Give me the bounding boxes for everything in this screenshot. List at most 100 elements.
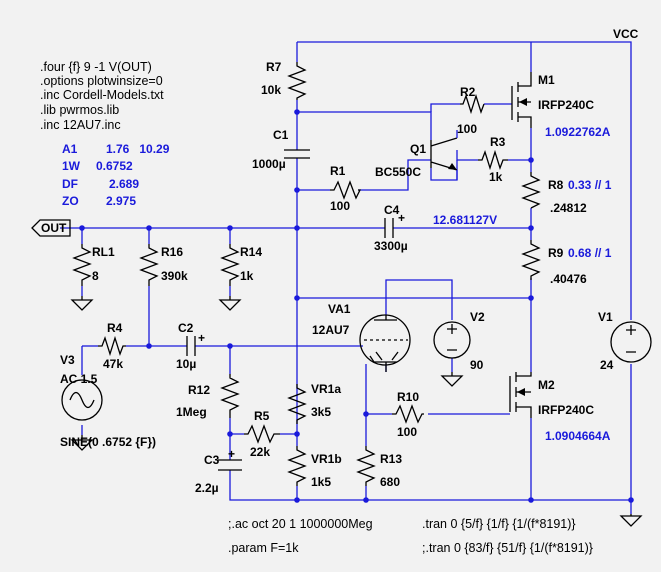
r1-symbol xyxy=(330,180,362,200)
m2-ref: M2 xyxy=(538,378,555,392)
r5-ref: R5 xyxy=(254,409,270,423)
c1-ref: C1 xyxy=(273,128,289,142)
out-net-flag xyxy=(31,219,71,237)
r4-value: 47k xyxy=(103,357,123,371)
r10-value: 100 xyxy=(397,425,417,439)
r2-symbol xyxy=(460,93,485,115)
r2-value: 100 xyxy=(457,122,477,136)
v2-ref: V2 xyxy=(470,310,485,324)
r2-ref: R2 xyxy=(460,85,476,99)
r7-ref: R7 xyxy=(266,60,282,74)
c4-value: 3300µ xyxy=(374,239,408,253)
r8-ratio-readout: 0.33 // 1 xyxy=(568,178,612,192)
va1-ref: VA1 xyxy=(328,302,351,316)
vr1b-symbol xyxy=(287,446,307,486)
param-directive: .param F=1k xyxy=(228,541,299,555)
inc-tube-directive: .inc 12AU7.inc xyxy=(40,118,121,132)
r9-symbol xyxy=(521,240,541,280)
r3-symbol xyxy=(478,149,508,171)
vr1b-ref: VR1b xyxy=(311,452,342,466)
va1-tube-symbol xyxy=(359,314,411,372)
r12-value: 1Meg xyxy=(176,405,207,419)
q1-transistor-symbol xyxy=(430,130,458,180)
v1-source-symbol xyxy=(610,321,652,363)
wires xyxy=(60,41,632,514)
r14-ref: R14 xyxy=(240,245,262,259)
r10-ref: R10 xyxy=(397,390,419,404)
c3-value: 2.2µ xyxy=(195,481,219,495)
r8-symbol xyxy=(521,172,541,209)
v3-source-symbol xyxy=(61,379,103,421)
c2-symbol xyxy=(186,336,196,356)
c1-symbol xyxy=(284,149,310,159)
ac-directive: ;.ac oct 20 1 1000000Meg xyxy=(228,517,373,531)
v2-value: 90 xyxy=(470,358,484,372)
vr1a-symbol xyxy=(287,384,307,424)
r8-value: .24812 xyxy=(550,201,587,215)
meas-df-label: DF xyxy=(62,177,78,191)
m2-mosfet-symbol xyxy=(509,372,532,418)
c4-ref: C4 xyxy=(384,203,400,217)
r8-ref: R8 xyxy=(548,178,564,192)
c2-plus: + xyxy=(198,331,205,345)
m1-ref: M1 xyxy=(538,73,555,87)
options-directive: .options plotwinsize=0 xyxy=(40,74,163,88)
c3-plus: + xyxy=(228,447,235,461)
rl1-ref: RL1 xyxy=(92,245,115,259)
c3-ref: C3 xyxy=(204,453,220,467)
r4-ref: R4 xyxy=(107,321,123,335)
r5-value: 22k xyxy=(250,445,270,459)
va1-value: 12AU7 xyxy=(312,323,350,337)
meas-zo-value: 2.975 xyxy=(106,194,136,208)
v1-ref: V1 xyxy=(598,310,613,324)
q1-ref: Q1 xyxy=(410,142,426,156)
m1-mosfet-symbol xyxy=(511,72,532,128)
out-net-label: OUT xyxy=(41,221,67,235)
r13-symbol xyxy=(356,446,376,486)
r3-ref: R3 xyxy=(490,135,506,149)
meas-df-value: 2.689 xyxy=(109,177,139,191)
m1-current-readout: 1.0922762A xyxy=(545,125,611,139)
r3-value: 1k xyxy=(489,170,503,184)
rl1-symbol xyxy=(72,244,92,286)
c4-symbol xyxy=(384,218,394,238)
r7-symbol xyxy=(287,62,307,100)
vr1b-value: 1k5 xyxy=(311,475,331,489)
q1-value: BC550C xyxy=(375,165,421,179)
meas-zo-label: ZO xyxy=(62,194,79,208)
r12-symbol xyxy=(220,374,240,418)
r16-ref: R16 xyxy=(161,245,183,259)
r14-value: 1k xyxy=(240,269,254,283)
junctions xyxy=(79,109,634,503)
r14-symbol xyxy=(220,244,240,286)
r16-value: 390k xyxy=(161,269,188,283)
r1-value: 100 xyxy=(330,199,350,213)
r10-symbol xyxy=(392,404,424,424)
v3-ref: V3 xyxy=(60,353,75,367)
r7-value: 10k xyxy=(261,83,281,97)
v3-wave: SINE(0 .6752 {F}) xyxy=(60,435,156,449)
r16-symbol xyxy=(139,244,159,286)
tran2-directive: ;.tran 0 {83/f} {51/f} {1/(f*8191)} xyxy=(422,541,593,555)
r13-value: 680 xyxy=(380,475,400,489)
meas-a1-value: 1.76 10.29 xyxy=(106,142,170,156)
meas-a1-label: A1 xyxy=(62,142,78,156)
inc-models-directive: .inc Cordell-Models.txt xyxy=(40,88,164,102)
rl1-value: 8 xyxy=(92,269,99,283)
r9-ratio-readout: 0.68 // 1 xyxy=(568,246,612,260)
vcc-net-label: VCC xyxy=(613,27,639,41)
lib-directive: .lib pwrmos.lib xyxy=(40,103,119,117)
m1-value: IRFP240C xyxy=(538,98,594,112)
ground-symbols xyxy=(70,296,643,527)
v1-value: 24 xyxy=(600,358,614,372)
four-directive: .four {f} 9 -1 V(OUT) xyxy=(40,60,152,74)
c2-value: 10µ xyxy=(176,357,196,371)
out-voltage-readout: 12.681127V xyxy=(433,213,497,227)
r9-ref: R9 xyxy=(548,246,564,260)
v2-source-symbol xyxy=(433,321,471,359)
v3-value: AC 1.5 xyxy=(60,372,98,386)
r13-ref: R13 xyxy=(380,452,402,466)
c3-symbol xyxy=(218,459,242,471)
c4-plus: + xyxy=(398,211,405,225)
